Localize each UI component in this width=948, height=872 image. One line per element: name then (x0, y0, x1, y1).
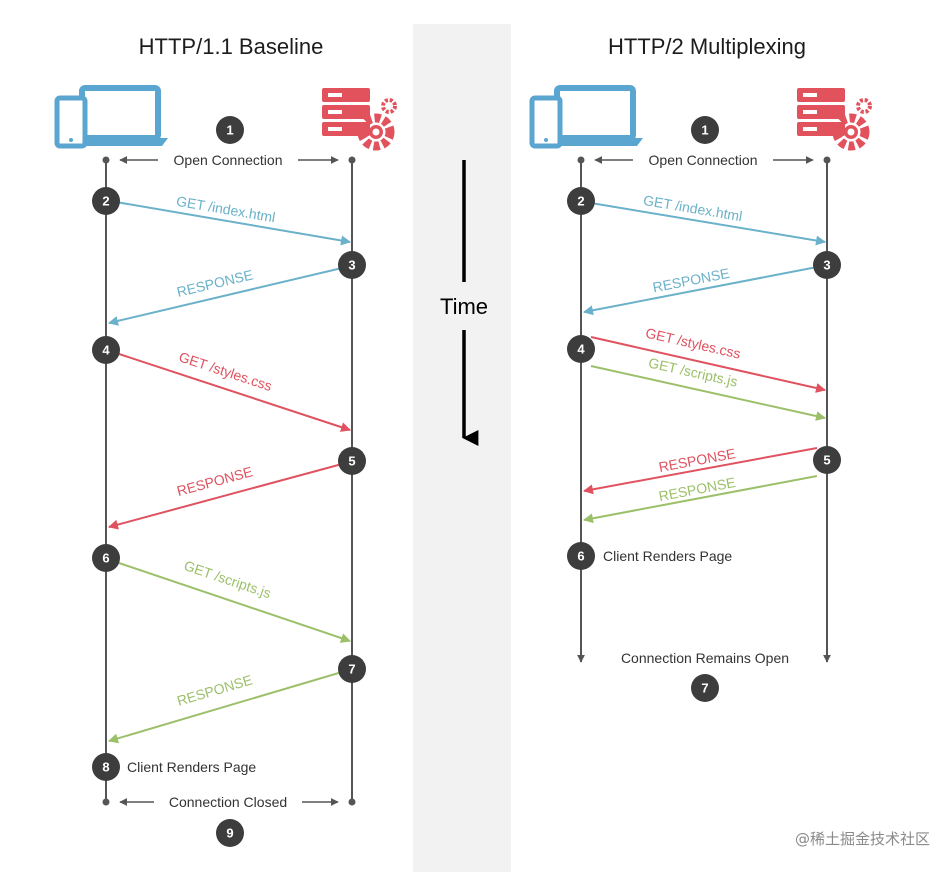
left-step-5: 5 (338, 447, 366, 475)
right-step-7-number: 7 (701, 681, 708, 696)
left-server-end-dot (348, 798, 356, 806)
right-step-6: 6 (567, 542, 595, 570)
right-response-1-arrow (583, 266, 818, 316)
right-step-1-number: 1 (701, 123, 708, 138)
left-step-3: 3 (338, 251, 366, 279)
right-step-4-number: 4 (577, 342, 585, 357)
left-response-2-arrow (108, 463, 343, 530)
right-step-3: 3 (813, 251, 841, 279)
left-response-3-label: RESPONSE (175, 671, 254, 708)
watermark: @稀土掘金技术社区 (795, 830, 930, 848)
server-gear-icon-right (797, 88, 872, 151)
left-step-7: 7 (338, 655, 366, 683)
right-response-styles-arrow (583, 447, 818, 495)
right-client-start-dot (577, 156, 585, 164)
left-response-2-label: RESPONSE (175, 463, 254, 499)
left-client-start-dot (102, 156, 110, 164)
left-get-scripts-arrow (115, 561, 351, 643)
left-get-styles-label: GET /styles.css (177, 349, 274, 394)
left-step-1: 1 (216, 116, 244, 144)
server-gear-icon (322, 88, 397, 151)
left-client-renders-label: Client Renders Page (127, 759, 256, 775)
client-devices-icon (54, 85, 168, 149)
right-response-scripts-arrow (583, 475, 818, 524)
right-connection-open-label: Connection Remains Open (621, 650, 789, 666)
right-get-scripts-arrow (590, 365, 826, 421)
left-step-6-number: 6 (102, 551, 109, 566)
left-step-5-number: 5 (348, 454, 355, 469)
left-get-scripts-label: GET /scripts.js (182, 557, 273, 601)
right-step-4: 4 (567, 335, 595, 363)
left-step-2: 2 (92, 187, 120, 215)
left-step-4: 4 (92, 336, 120, 364)
left-step-3-number: 3 (348, 258, 355, 273)
left-response-3-arrow (108, 671, 343, 744)
client-devices-icon-right (529, 85, 643, 149)
left-get-index-arrow (115, 201, 351, 246)
left-step-2-number: 2 (102, 194, 109, 209)
left-step-8-number: 8 (102, 760, 109, 775)
right-step-3-number: 3 (823, 258, 830, 273)
right-panel-title: HTTP/2 Multiplexing (608, 34, 806, 59)
left-get-styles-arrow (115, 352, 351, 432)
right-client-renders-label: Client Renders Page (603, 548, 732, 564)
left-server-start-dot (348, 156, 356, 164)
left-response-1-arrow (108, 267, 343, 326)
time-label: Time (440, 294, 488, 319)
right-open-connection-label: Open Connection (649, 152, 758, 168)
right-get-index-arrow (590, 202, 826, 246)
right-step-6-number: 6 (577, 549, 584, 564)
right-step-2: 2 (567, 187, 595, 215)
right-get-styles-arrow (590, 336, 826, 393)
right-step-7: 7 (691, 674, 719, 702)
left-step-4-number: 4 (102, 343, 110, 358)
time-band (413, 24, 511, 872)
left-step-9-number: 9 (226, 826, 233, 841)
right-step-5-number: 5 (823, 453, 830, 468)
left-step-9: 9 (216, 819, 244, 847)
left-connection-closed-label: Connection Closed (169, 794, 287, 810)
left-open-connection-label: Open Connection (174, 152, 283, 168)
left-step-1-number: 1 (226, 123, 233, 138)
right-server-start-dot (823, 156, 831, 164)
left-step-6: 6 (92, 544, 120, 572)
left-client-end-dot (102, 798, 110, 806)
right-step-2-number: 2 (577, 194, 584, 209)
left-step-8: 8 (92, 753, 120, 781)
left-panel-title: HTTP/1.1 Baseline (139, 34, 324, 59)
right-step-5: 5 (813, 446, 841, 474)
left-response-1-label: RESPONSE (175, 266, 254, 299)
right-step-1: 1 (691, 116, 719, 144)
left-step-7-number: 7 (348, 662, 355, 677)
